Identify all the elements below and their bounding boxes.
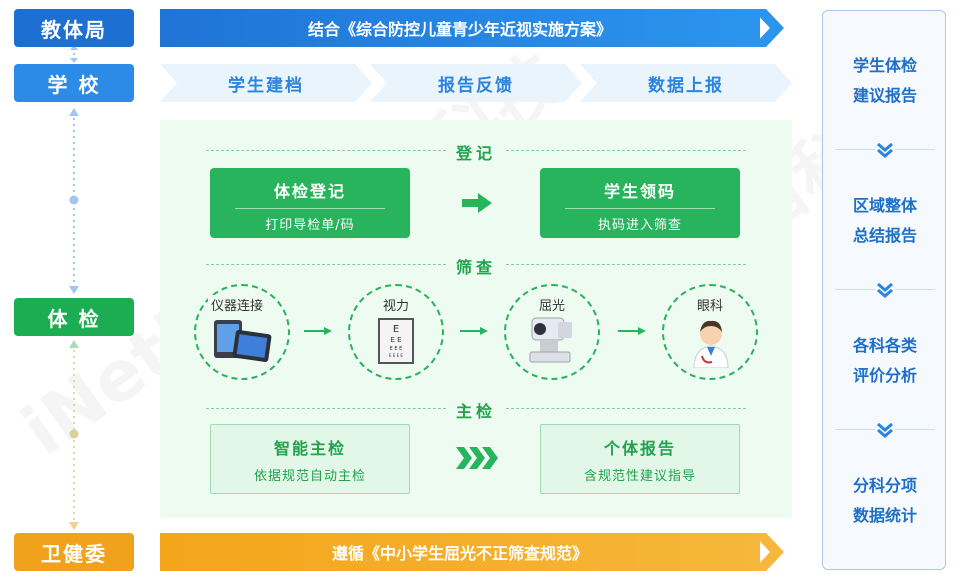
bottom-banner: 遵循《中小学生屈光不正筛查规范》 (160, 533, 760, 571)
role-physical-exam: 体 检 (14, 298, 134, 336)
smart-check-box-sub: 依据规范自动主检 (211, 465, 409, 484)
section-title-main-check: 主检 (436, 398, 516, 422)
divider (506, 408, 746, 409)
report-item-statistics: 分科分项 数据统计 (823, 471, 947, 531)
get-code-box: 学生领码 执码进入筛查 (540, 168, 740, 238)
individual-report-box-sub: 含规范性建议指导 (541, 465, 739, 484)
screening-step-vision-label: 视力 (380, 295, 412, 314)
triple-arrow-icon (456, 447, 498, 469)
divider (506, 150, 746, 151)
arrow-right-icon (618, 326, 646, 336)
screening-step-device-label: 仪器连接 (208, 295, 266, 314)
register-box-sub: 打印导检单/码 (210, 214, 410, 233)
chevron-down-icon (875, 142, 895, 158)
report-item-line: 区域整体 (823, 191, 947, 221)
divider (206, 150, 446, 151)
register-box: 体检登记 打印导检单/码 (210, 168, 410, 238)
school-step-archive: 学生建档 (160, 64, 372, 102)
report-item-line: 总结报告 (823, 221, 947, 251)
chevron-down-icon (875, 282, 895, 298)
section-title-screening: 筛查 (436, 254, 516, 278)
doctor-icon (690, 316, 732, 368)
divider (206, 264, 446, 265)
top-banner-text: 结合《综合防控儿童青少年近视实施方案》 (308, 16, 612, 40)
exam-process-panel: 登记 体检登记 打印导检单/码 学生领码 执码进入筛查 筛查 仪器连接 视力 E… (160, 120, 792, 518)
eye-chart-icon: E E E E E E E E E E (378, 318, 414, 364)
individual-report-box-title: 个体报告 (541, 435, 739, 459)
report-item-line: 数据统计 (823, 501, 947, 531)
svg-text:E: E (393, 324, 399, 335)
svg-text:E E E: E E E (390, 346, 403, 352)
report-item-region: 区域整体 总结报告 (823, 191, 947, 251)
banner-chevron-icon (752, 9, 788, 47)
school-step-feedback: 报告反馈 (370, 64, 582, 102)
bottom-banner-text: 遵循《中小学生屈光不正筛查规范》 (332, 540, 588, 564)
screening-step-refraction-label: 屈光 (536, 295, 568, 314)
get-code-box-title: 学生领码 (540, 178, 740, 202)
screening-step-ophthalmology-label: 眼科 (694, 295, 726, 314)
school-step-upload: 数据上报 (580, 64, 792, 102)
arrow-right-icon (462, 193, 492, 213)
report-item-analysis: 各科各类 评价分析 (823, 331, 947, 391)
refractometer-icon (526, 316, 578, 366)
report-item-line: 分科分项 (823, 471, 947, 501)
register-box-title: 体检登记 (210, 178, 410, 202)
role-school: 学 校 (14, 64, 134, 102)
smart-check-box: 智能主检 依据规范自动主检 (210, 424, 410, 494)
report-item-line: 建议报告 (823, 81, 947, 111)
section-title-register: 登记 (436, 140, 516, 164)
tablet-icon (212, 318, 272, 364)
divider (506, 264, 746, 265)
individual-report-box: 个体报告 含规范性建议指导 (540, 424, 740, 494)
get-code-box-sub: 执码进入筛查 (540, 214, 740, 233)
smart-check-box-title: 智能主检 (211, 435, 409, 459)
divider (206, 408, 446, 409)
svg-text:E E E E: E E E E (389, 353, 403, 358)
report-item-line: 学生体检 (823, 51, 947, 81)
arrow-right-icon (304, 326, 332, 336)
report-output-column: 学生体检 建议报告 区域整体 总结报告 各科各类 评价分析 分科分项 数据统计 (822, 10, 946, 570)
role-education-bureau: 教体局 (14, 9, 134, 47)
top-banner: 结合《综合防控儿童青少年近视实施方案》 (160, 9, 760, 47)
report-item-line: 评价分析 (823, 361, 947, 391)
arrow-right-icon (460, 326, 488, 336)
report-item-line: 各科各类 (823, 331, 947, 361)
role-health-commission: 卫健委 (14, 533, 134, 571)
banner-chevron-icon (752, 533, 788, 571)
chevron-down-icon (875, 422, 895, 438)
report-item-student: 学生体检 建议报告 (823, 51, 947, 111)
svg-text:E E: E E (390, 336, 401, 344)
